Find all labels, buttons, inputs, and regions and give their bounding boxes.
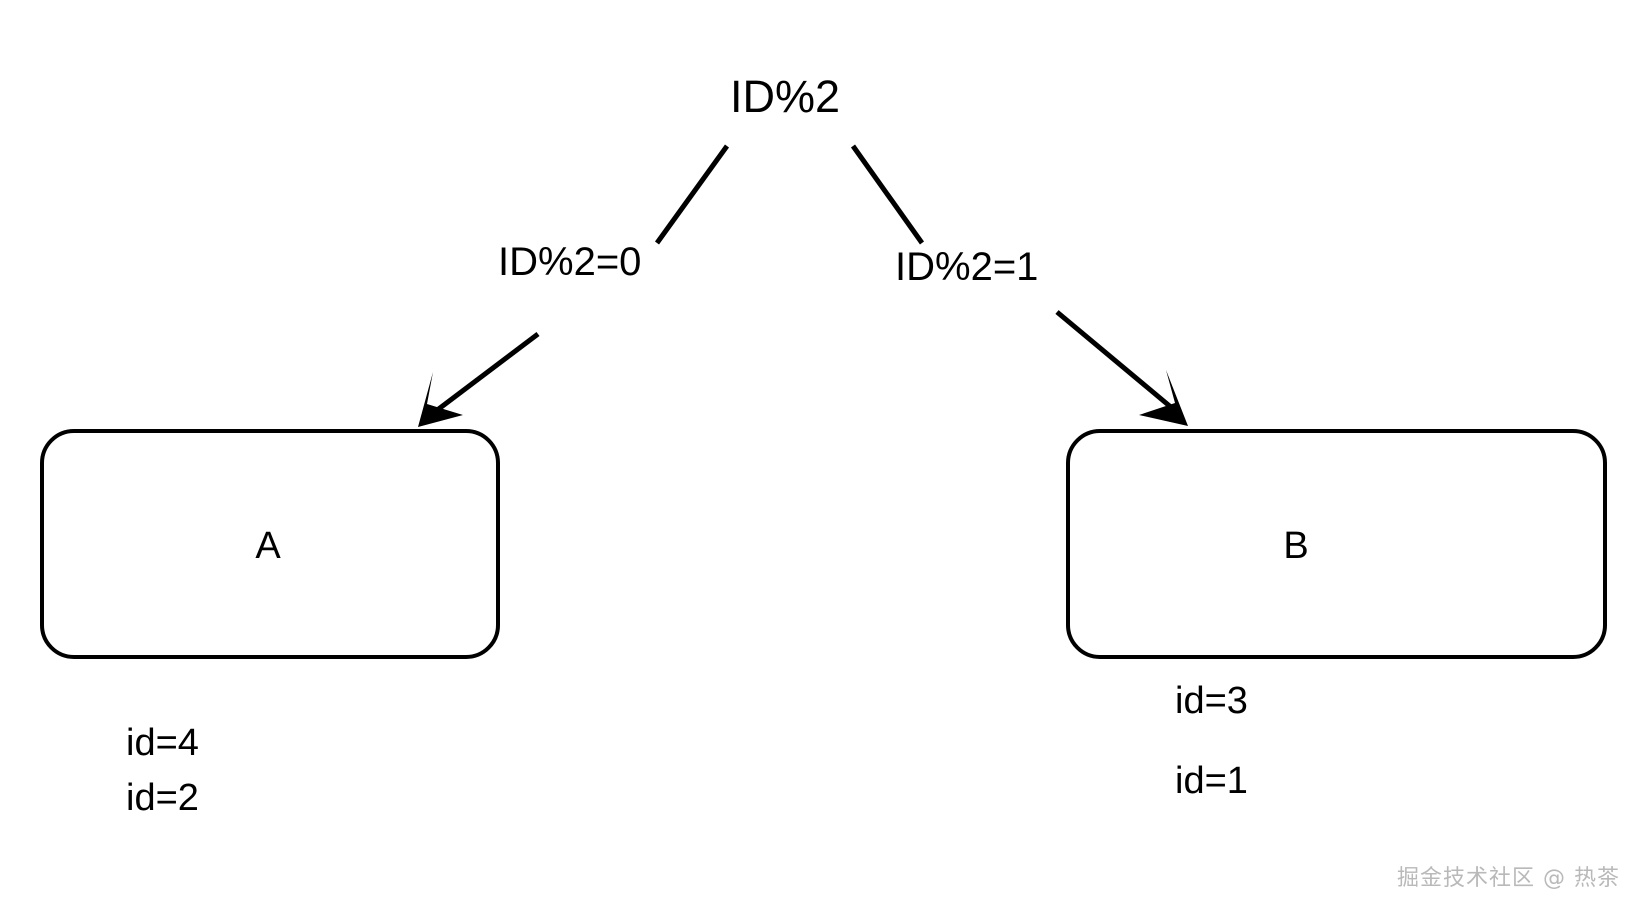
node-box-b[interactable] (1066, 429, 1607, 659)
edge-label-left: ID%2=0 (498, 240, 641, 284)
node-label-b: B (1283, 525, 1308, 567)
id-label-b-1: id=1 (1175, 760, 1248, 802)
edge-label-right: ID%2=1 (895, 245, 1038, 289)
edge-right-segment-upper (850, 144, 925, 245)
id-label-b-0: id=3 (1175, 680, 1248, 722)
watermark-label: 掘金技术社区 @ 热茶 (1397, 866, 1620, 891)
node-box-a[interactable] (40, 429, 500, 659)
edge-right-segment-lower (1055, 310, 1174, 410)
node-label-a: A (255, 525, 281, 567)
edge-left-segment-lower (430, 332, 540, 416)
edge-left-segment-upper (654, 144, 730, 245)
id-label-a-0: id=4 (126, 722, 199, 764)
arrowhead-left-icon (418, 372, 463, 427)
arrowhead-right-icon (1139, 370, 1188, 426)
root-label: ID%2 (730, 71, 840, 122)
id-label-a-1: id=2 (126, 777, 199, 819)
